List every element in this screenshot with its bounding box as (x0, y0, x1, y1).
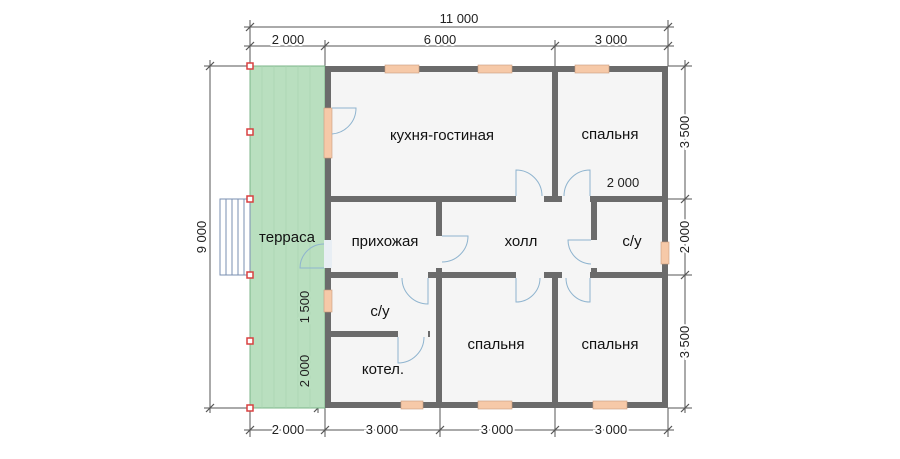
room-floors (331, 72, 662, 402)
room-hall (442, 202, 591, 272)
doors (324, 196, 597, 337)
dim-inner-boiler-depth: 2 000 (297, 355, 312, 388)
dim-top-3: 3 000 (595, 32, 628, 47)
dim-top-2: 6 000 (424, 32, 457, 47)
terrace-steps (219, 198, 251, 276)
dim-bottom-4: 3 000 (595, 422, 628, 437)
room-bedroom-mid (442, 278, 552, 402)
label-terrace: терраса (259, 229, 316, 246)
label-hall: холл (505, 233, 538, 250)
label-bedroom-top: спальня (582, 126, 639, 143)
room-bathroom-left (331, 278, 430, 331)
terrace-floor (249, 65, 326, 409)
window (400, 400, 424, 410)
windows (323, 64, 670, 410)
label-bedroom-right: спальня (582, 336, 639, 353)
room-hallway (331, 202, 436, 272)
window (592, 400, 628, 410)
room-bedroom-top (558, 72, 662, 196)
dim-top-total: 11 000 (440, 11, 479, 26)
dim-top-1: 2 000 (272, 32, 305, 47)
dim-inner-bedroom-width: 2 000 (607, 175, 640, 190)
label-hallway: прихожая (352, 233, 419, 250)
dimension-ticks (205, 22, 690, 435)
dim-bottom-1: 2 000 (272, 422, 305, 437)
room-boiler (331, 337, 436, 402)
dim-inner-bath-depth: 1 500 (297, 291, 312, 324)
dim-right-2: 2 000 (677, 221, 692, 254)
label-bedroom-mid: спальня (468, 336, 525, 353)
terrace-boards (261, 66, 311, 408)
window (384, 64, 420, 74)
window (477, 64, 513, 74)
window (574, 64, 610, 74)
door-swings (299, 107, 592, 364)
dimension-labels: 11 000 2 000 6 000 3 000 2 000 3 000 3 0… (194, 11, 694, 439)
window (323, 107, 333, 159)
room-bathroom-right (597, 202, 662, 272)
dim-bottom-2: 3 000 (366, 422, 399, 437)
label-bathroom-right: с/у (622, 233, 642, 250)
terrace-posts (246, 62, 254, 412)
label-bathroom-left: с/у (370, 303, 390, 320)
label-kitchen: кухня-гостиная (390, 127, 494, 144)
dim-bottom-3: 3 000 (481, 422, 514, 437)
label-boiler: котел. (362, 361, 404, 378)
room-corridor-link (430, 278, 436, 337)
dim-right-1: 3 500 (677, 116, 692, 149)
window (660, 241, 670, 265)
window (477, 400, 513, 410)
room-kitchen (331, 72, 552, 196)
dim-right-3: 3 500 (677, 326, 692, 359)
room-bedroom-right (558, 278, 662, 402)
dim-left-total: 9 000 (194, 221, 209, 254)
window (323, 289, 333, 313)
